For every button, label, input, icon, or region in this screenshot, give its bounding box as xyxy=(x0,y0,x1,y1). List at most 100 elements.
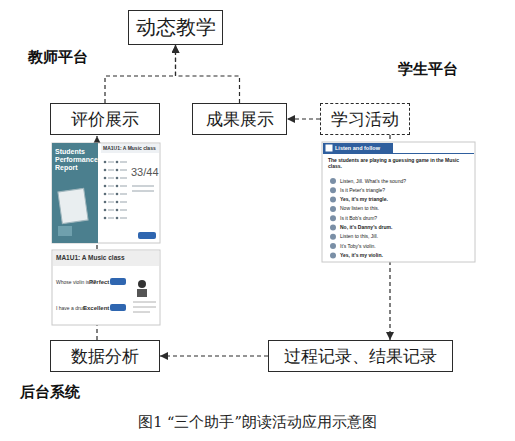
speaker-avatars xyxy=(330,178,336,258)
name-line xyxy=(120,162,127,163)
name-line xyxy=(120,218,127,219)
platform-label: 教师平台 xyxy=(28,49,88,66)
report-button xyxy=(138,232,156,239)
student-dot xyxy=(104,209,107,212)
student-dot xyxy=(104,161,107,164)
student-info-lines xyxy=(133,302,156,312)
name-line xyxy=(120,210,127,211)
screenshot-text: I have a drum xyxy=(56,306,87,312)
screenshot-text: Yes, it's my triangle. xyxy=(340,197,388,203)
screenshot-text: Listen, Jill. What's the sound? xyxy=(340,179,406,185)
dashed-arrow xyxy=(287,118,320,119)
student-dot xyxy=(104,177,107,180)
student-dot xyxy=(104,169,107,172)
score-button xyxy=(110,278,126,285)
report-header xyxy=(101,144,159,153)
name-line xyxy=(108,194,114,195)
info-line xyxy=(133,312,150,313)
student-dot xyxy=(116,209,119,212)
screenshot-text: Is it Bob's drum? xyxy=(340,216,377,222)
name-line xyxy=(108,170,114,171)
dashed-arrow xyxy=(105,45,176,103)
name-line xyxy=(120,194,127,195)
score-note-line xyxy=(132,191,154,192)
speaker-avatar xyxy=(330,215,336,221)
student-dot xyxy=(116,161,119,164)
student-dot-grid xyxy=(104,161,119,220)
student-dot xyxy=(104,185,107,188)
lesson-icon xyxy=(325,144,333,152)
screenshot-text: MA1U1: A Music class xyxy=(103,146,156,152)
box-label: 动态教学 xyxy=(136,14,216,41)
screenshot-text: Yes, it's my violin. xyxy=(340,253,383,259)
box-label: 评价展示 xyxy=(71,108,139,131)
box-label: 数据分析 xyxy=(71,345,139,368)
box-label: 过程记录、结果记录 xyxy=(284,345,437,368)
screenshot-text: Students Performance Report xyxy=(55,148,97,172)
screenshot-text: Excellent xyxy=(83,305,109,312)
student-dot xyxy=(104,201,107,204)
speaker-avatar xyxy=(330,252,336,258)
student-dot xyxy=(116,169,119,172)
screenshot-text: 33/44 xyxy=(131,166,159,179)
name-line xyxy=(120,178,127,179)
report-icon xyxy=(58,226,72,236)
process-box: 过程记录、结果记录 xyxy=(268,340,453,372)
report-side-panel xyxy=(52,143,98,243)
screenshot-text: MA1U1: A Music class xyxy=(56,254,125,261)
dashed-arrow xyxy=(176,45,240,103)
screenshot-text: The students are playing a guessing game… xyxy=(328,158,472,170)
score-button xyxy=(110,304,126,311)
screenshot-text: Listen to this, Jill. xyxy=(340,234,378,240)
score-note-line xyxy=(132,186,154,187)
info-line xyxy=(133,307,156,308)
screenshot-text: Listen and follow xyxy=(335,145,380,151)
platform-label: 学生平台 xyxy=(398,61,458,78)
lesson-header-rule xyxy=(323,153,474,154)
student-dot xyxy=(116,177,119,180)
screenshot-text: Now listen to this. xyxy=(340,206,379,212)
student-dot xyxy=(116,185,119,188)
speaker-avatar xyxy=(330,243,336,249)
speaker-avatar xyxy=(330,234,336,240)
speaker-avatar xyxy=(330,187,336,193)
student-dot xyxy=(116,217,119,220)
score-header xyxy=(53,251,159,266)
name-line xyxy=(120,186,127,187)
speaker-avatar xyxy=(330,206,336,212)
lesson-screenshot xyxy=(322,142,475,262)
name-line xyxy=(108,162,114,163)
speaker-avatar xyxy=(330,225,336,231)
dashed-arrow xyxy=(160,355,268,356)
name-line xyxy=(108,178,114,179)
process-box: 学习活动 xyxy=(320,103,410,135)
screenshot-text: Perfect xyxy=(89,279,109,286)
name-line xyxy=(108,218,114,219)
lesson-header-tab xyxy=(323,143,393,153)
box-label: 成果展示 xyxy=(206,108,274,131)
student-avatar-body xyxy=(137,289,147,297)
platform-label: 后台系统 xyxy=(20,384,80,401)
screenshot-text: It's Toby's violin. xyxy=(340,244,376,250)
name-line xyxy=(120,202,127,203)
process-box: 成果展示 xyxy=(192,103,287,135)
student-dot xyxy=(116,193,119,196)
speaker-avatar xyxy=(330,197,336,203)
screenshot-text: No, it's Danny's drum. xyxy=(340,225,392,231)
student-dot xyxy=(116,201,119,204)
score-screenshot xyxy=(52,250,160,325)
process-box: 动态教学 xyxy=(128,10,223,45)
report-screenshot xyxy=(52,143,160,243)
name-line xyxy=(108,210,114,211)
name-line xyxy=(108,202,114,203)
report-paper-icon xyxy=(58,188,88,223)
box-label: 学习活动 xyxy=(331,108,399,131)
screenshot-text: Is it Peter's triangle? xyxy=(340,188,385,194)
info-line xyxy=(133,302,156,303)
name-line xyxy=(120,170,127,171)
figure-caption: 图1 “三个助手”朗读活动应用示意图 xyxy=(0,413,515,432)
student-dot xyxy=(104,193,107,196)
speaker-avatar xyxy=(330,178,336,184)
student-dot xyxy=(104,217,107,220)
